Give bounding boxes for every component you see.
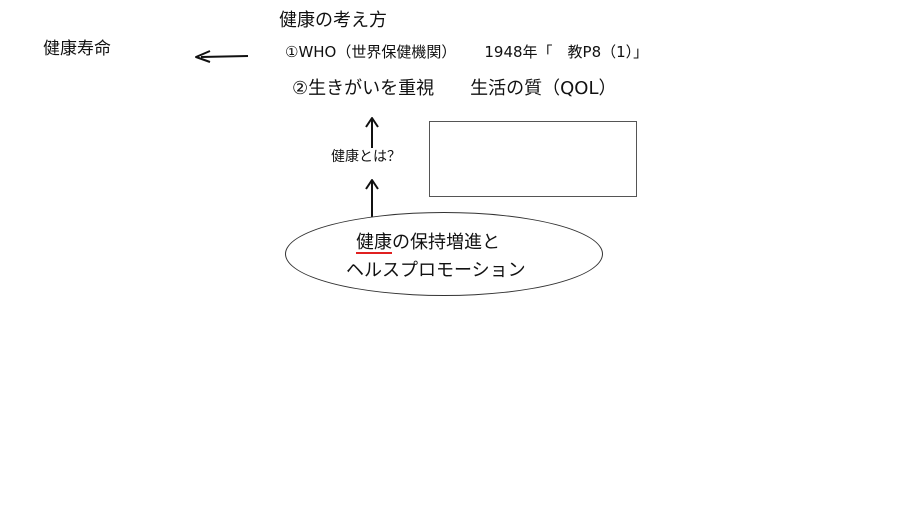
underlined-health-word: 健康 bbox=[356, 232, 392, 253]
ellipse-line-1-rest: の保持増進と bbox=[392, 232, 500, 253]
ikigai-text: ②生きがいを重視 bbox=[292, 78, 435, 99]
healthy-life-expectancy-label: 健康寿命 bbox=[43, 39, 111, 59]
ellipse-line-1: 健康の保持増進と bbox=[356, 234, 500, 252]
ikigai-line: ②生きがいを重視 生活の質（QOL） bbox=[292, 80, 617, 98]
left-arrow-icon bbox=[195, 50, 249, 63]
health-promotion-ellipse bbox=[285, 212, 603, 296]
who-definition-line: ①WHO（世界保健機関） 1948年「 教P8（1）」 bbox=[285, 45, 648, 60]
who-year-reference: 1948年「 教P8（1）」 bbox=[484, 43, 649, 61]
question-label: 健康とは？ bbox=[331, 149, 401, 165]
qol-text: 生活の質（QOL） bbox=[470, 78, 617, 99]
answer-box bbox=[429, 121, 637, 197]
up-arrow-upper-icon bbox=[365, 117, 379, 148]
who-definition-text: ①WHO（世界保健機関） bbox=[285, 43, 457, 61]
diagram-title: 健康の考え方 bbox=[279, 10, 387, 31]
ellipse-line-2: ヘルスプロモーション bbox=[346, 260, 526, 281]
up-arrow-lower-icon bbox=[365, 179, 379, 217]
